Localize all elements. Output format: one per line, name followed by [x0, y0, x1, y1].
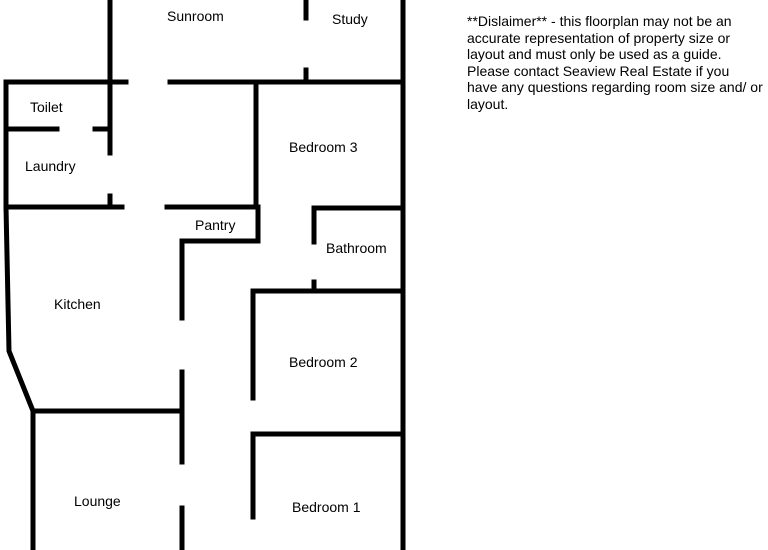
room-label-bedroom3: Bedroom 3	[289, 139, 358, 155]
room-label-pantry: Pantry	[195, 217, 235, 233]
room-label-laundry: Laundry	[25, 158, 76, 174]
room-labels: Sunroom Study Toilet Laundry Bedroom 3 P…	[25, 8, 387, 515]
room-label-bedroom2: Bedroom 2	[289, 354, 358, 370]
disclaimer-text: **Dislaimer** - this floorplan may not b…	[467, 13, 763, 112]
room-label-bathroom: Bathroom	[326, 240, 387, 256]
room-label-sunroom: Sunroom	[167, 8, 224, 24]
room-label-study: Study	[332, 11, 368, 27]
room-label-bedroom1: Bedroom 1	[292, 499, 361, 515]
wall-left-exterior	[3, 79, 36, 550]
room-label-lounge: Lounge	[74, 493, 121, 509]
room-label-kitchen: Kitchen	[54, 296, 101, 312]
walls	[3, 0, 406, 550]
room-label-toilet: Toilet	[30, 99, 63, 115]
